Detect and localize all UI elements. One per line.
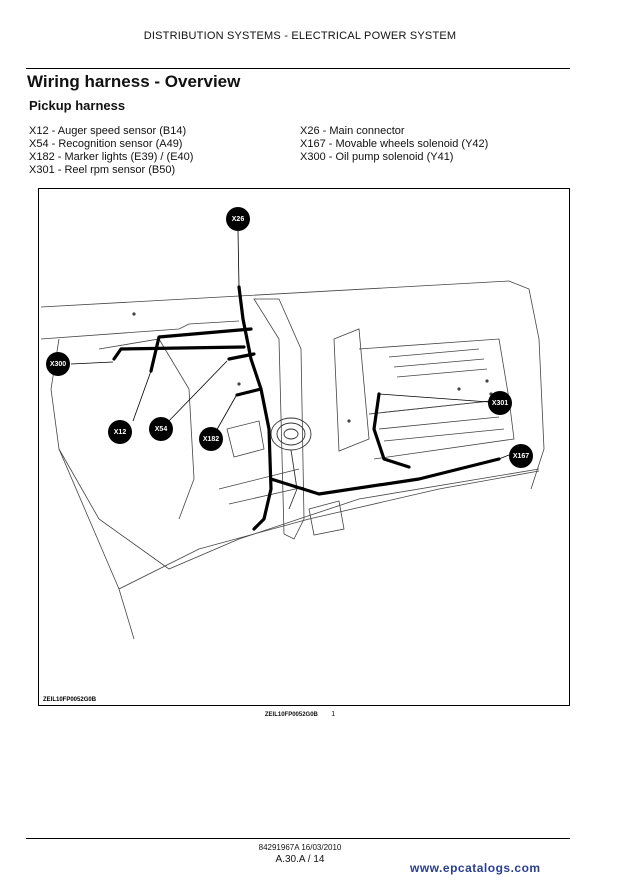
callout-x12: X12 xyxy=(108,420,132,444)
lower-rail xyxy=(218,468,305,505)
bottom-frame xyxy=(118,470,540,590)
auger-top xyxy=(358,338,510,415)
gearbox-housing xyxy=(333,328,370,452)
branch-x301 xyxy=(372,392,411,469)
caption-id: ZEIL10FP0052G0B xyxy=(264,712,318,718)
left-bracket xyxy=(98,338,195,520)
legend-item: X300 - Oil pump solenoid (Y41) xyxy=(300,151,454,163)
legend-left: X12 - Auger speed sensor (B14) X54 - Rec… xyxy=(29,125,193,177)
legend-item: X54 - Recognition sensor (A49) xyxy=(29,138,183,150)
wheel-bracket xyxy=(308,500,345,536)
harness-drawing: ZEIL10FP0052G0B xyxy=(40,230,545,703)
legend-item: X301 - Reel rpm sensor (B50) xyxy=(29,164,176,176)
footer-document-number: 84291967A 16/03/2010 xyxy=(258,843,342,852)
lower-frame xyxy=(58,448,540,570)
main-trunk xyxy=(237,285,273,531)
top-rule xyxy=(26,68,570,69)
caption-number: 1 xyxy=(331,711,336,718)
callout-x300: X300 xyxy=(46,352,70,376)
page-subtitle: Pickup harness xyxy=(29,98,126,113)
marker-light-box xyxy=(226,420,265,458)
branch-x12 xyxy=(149,327,253,373)
branch-x167 xyxy=(269,457,501,496)
footer-page-number: A.30.A / 14 xyxy=(275,854,325,865)
legend-item: X167 - Movable wheels solenoid (Y42) xyxy=(300,138,489,150)
callout-x26: X26 xyxy=(226,207,250,231)
header-top-edge xyxy=(40,280,545,490)
harness-wires xyxy=(112,285,501,531)
center-post xyxy=(253,298,305,540)
page-title: Wiring harness - Overview xyxy=(27,72,241,91)
callout-x54: X54 xyxy=(149,417,173,441)
branch-x300 xyxy=(112,345,246,361)
legend-item: X26 - Main connector xyxy=(300,125,405,137)
auger-flights xyxy=(388,348,488,378)
callout-x182: X182 xyxy=(199,427,223,451)
figure-id: ZEIL10FP0052G0B xyxy=(43,697,97,703)
auger-tray xyxy=(368,398,515,460)
bolts xyxy=(132,312,493,423)
legend-item: X12 - Auger speed sensor (B14) xyxy=(29,125,187,137)
leader-lines xyxy=(70,230,510,460)
pulley-assembly xyxy=(270,417,312,510)
header-left-panel xyxy=(40,320,240,340)
tray-ribs xyxy=(378,416,505,442)
callout-x301: X301 xyxy=(488,391,512,415)
wiring-diagram-figure: ZEIL10FP0052G0B X26 X300 X12 X54 X182 X3… xyxy=(38,188,570,706)
section-header: DISTRIBUTION SYSTEMS - ELECTRICAL POWER … xyxy=(143,30,457,42)
left-side-panel xyxy=(50,338,135,640)
branch-x182 xyxy=(235,387,263,397)
branch-x54 xyxy=(227,352,256,361)
callout-x167: X167 xyxy=(509,444,533,468)
figure-caption: ZEIL10FP0052G0B 1 xyxy=(0,711,600,718)
legend-item: X182 - Marker lights (E39) / (E40) xyxy=(29,151,194,163)
bottom-rule xyxy=(26,838,570,839)
legend-right: X26 - Main connector X167 - Movable whee… xyxy=(300,125,488,164)
watermark-link[interactable]: www.epcatalogs.com xyxy=(410,861,541,875)
